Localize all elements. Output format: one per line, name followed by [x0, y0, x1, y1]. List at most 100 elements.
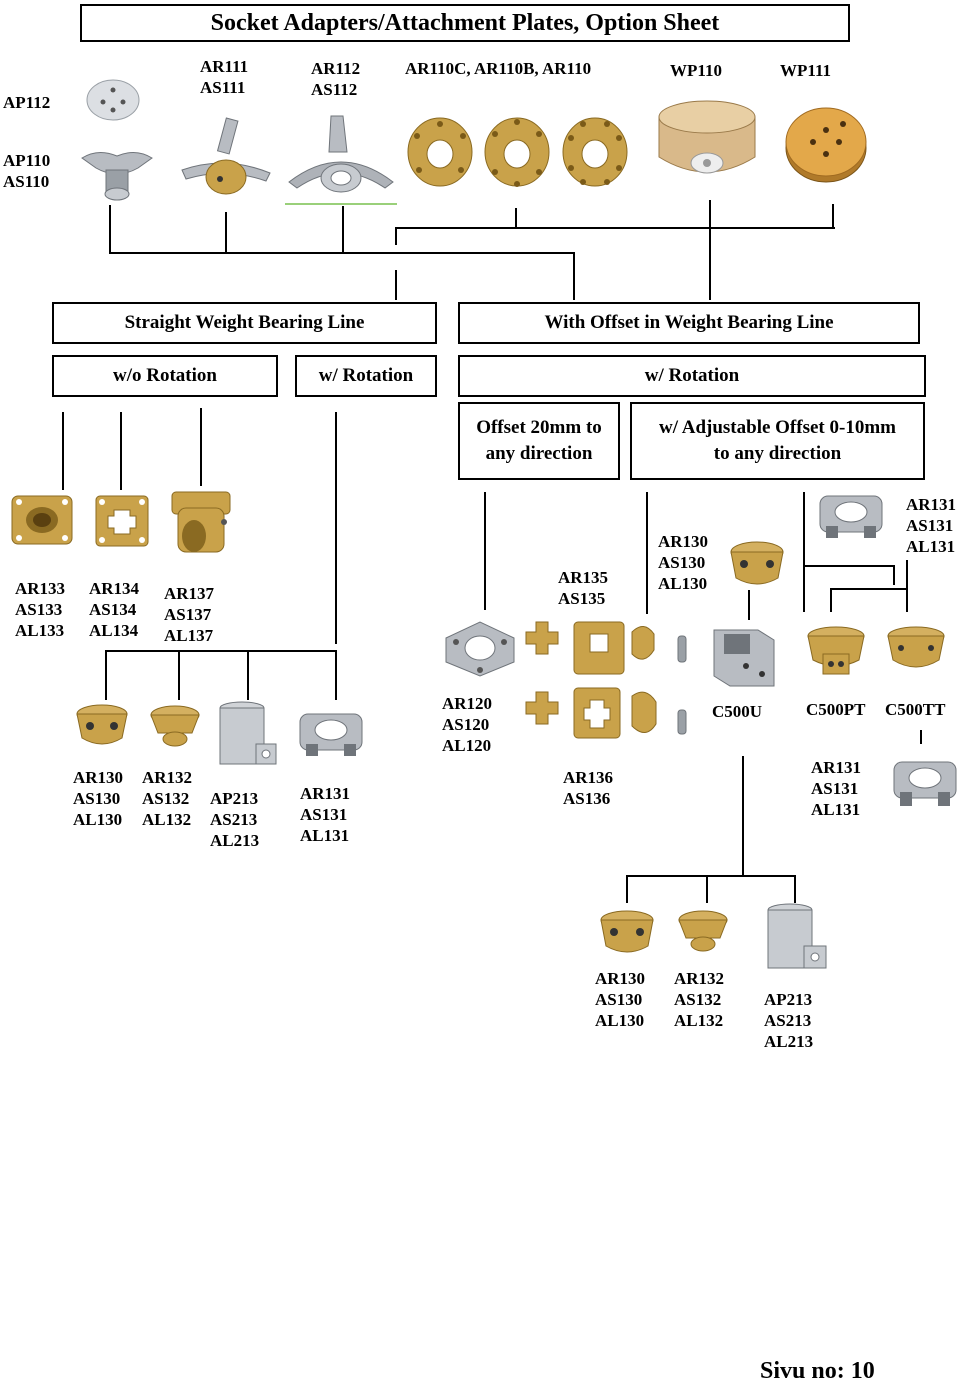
- connector: [178, 650, 180, 700]
- connector: [62, 412, 64, 490]
- connector: [247, 650, 249, 700]
- label-ar131-right: AR131 AS131 AL131: [811, 758, 862, 819]
- ar110-variants-image: [407, 117, 628, 187]
- connector: [830, 588, 832, 612]
- connector: [395, 227, 835, 229]
- label-ap112: AP112: [3, 93, 51, 112]
- ar136-parts-image: [525, 687, 687, 739]
- ar132-bottom-adapter-image: [150, 705, 200, 747]
- c500u-adapter-image: [713, 629, 775, 687]
- connector: [626, 875, 796, 877]
- connector: [742, 756, 744, 876]
- label-ar136: AR136 AS136: [563, 768, 614, 808]
- ar131-right-clamp-image: [893, 761, 957, 806]
- wp110-wood-plate-image: [658, 100, 756, 174]
- label-ar135: AR135 AS135: [558, 568, 609, 608]
- label-c500pt: C500PT: [806, 700, 866, 719]
- ar131-bottom-clamp-image: [299, 713, 363, 756]
- w-rotation-left-label: w/ Rotation: [318, 365, 414, 386]
- connector: [794, 875, 796, 903]
- label-ap213-lowest: AP213 AS213 AL213: [764, 990, 814, 1051]
- label-ar110: AR110C, AR110B, AR110: [405, 59, 592, 78]
- label-ar112: AR112 AS112: [311, 59, 361, 99]
- wp111-wood-plate-image: [785, 107, 867, 183]
- adjustable-offset-box: w/ Adjustable Offset 0-10mm to any direc…: [630, 402, 925, 480]
- connector: [225, 212, 227, 253]
- label-ar137: AR137 AS137 AL137: [164, 584, 215, 645]
- connector: [342, 206, 344, 253]
- connector: [105, 650, 337, 652]
- offset-line-box: With Offset in Weight Bearing Line: [458, 302, 920, 344]
- ar120-plate-image: [445, 621, 515, 677]
- w-rotation-left-box: w/ Rotation: [295, 355, 437, 397]
- connector: [706, 875, 708, 903]
- label-wp110: WP110: [670, 61, 722, 80]
- ar137-adapter-image: [171, 491, 231, 553]
- connector: [906, 560, 908, 612]
- ap213-bottom-adapter-image: [219, 701, 277, 765]
- ap213-lowest-adapter-image: [767, 903, 827, 969]
- connector: [832, 204, 834, 228]
- connector: [395, 270, 397, 300]
- ar133-adapter-image: [11, 495, 73, 545]
- label-ap110: AP110 AS110: [3, 151, 51, 191]
- label-ar130-bottom: AR130 AS130 AL130: [73, 768, 124, 829]
- label-ar132-lowest: AR132 AS132 AL132: [674, 969, 725, 1030]
- ar132-lowest-adapter-image: [678, 910, 728, 952]
- label-ap213-bottom: AP213 AS213 AL213: [210, 789, 260, 850]
- label-ar132-bottom: AR132 AS132 AL132: [142, 768, 193, 829]
- offset-line-label: With Offset in Weight Bearing Line: [544, 312, 834, 333]
- ap110-adapter-image: [81, 152, 153, 201]
- connector: [626, 875, 628, 903]
- offset20-label: Offset 20mm to any direction: [476, 417, 602, 464]
- label-ar131-bottom: AR131 AS131 AL131: [300, 784, 351, 845]
- ar130-bottom-adapter-image: [76, 704, 128, 745]
- ar134-adapter-image: [95, 495, 149, 547]
- label-ar134: AR134 AS134 AL134: [89, 579, 140, 640]
- ar112-adapter-image: [285, 115, 397, 205]
- label-ar120: AR120 AS120 AL120: [442, 694, 493, 755]
- connector: [109, 252, 575, 254]
- ar111-adapter-image: [181, 117, 271, 195]
- adjustable-offset-label: w/ Adjustable Offset 0-10mm to any direc…: [659, 417, 896, 464]
- connector: [893, 565, 895, 585]
- connector: [515, 208, 517, 228]
- ar131-top-clamp-image: [819, 495, 883, 538]
- label-c500tt: C500TT: [885, 700, 946, 719]
- wo-rotation-label: w/o Rotation: [113, 365, 217, 386]
- ap112-plate-image: [86, 79, 140, 121]
- wo-rotation-box: w/o Rotation: [52, 355, 278, 397]
- connector: [335, 650, 337, 700]
- connector: [335, 412, 337, 644]
- label-c500u: C500U: [712, 702, 763, 721]
- label-ar111: AR111 AS111: [200, 57, 249, 97]
- c500tt-adapter-image: [887, 626, 945, 668]
- connector: [830, 588, 906, 590]
- straight-line-label: Straight Weight Bearing Line: [124, 312, 365, 333]
- connector: [573, 252, 575, 300]
- straight-line-box: Straight Weight Bearing Line: [52, 302, 437, 344]
- connector: [803, 565, 895, 567]
- page-title: Socket Adapters/Attachment Plates, Optio…: [210, 9, 720, 36]
- page-number: Sivu no: 10: [760, 1358, 875, 1384]
- connector: [748, 590, 750, 620]
- ar135-parts-image: [525, 621, 687, 675]
- connector: [646, 492, 648, 614]
- c500pt-adapter-image: [807, 626, 865, 675]
- w-rotation-right-label: w/ Rotation: [644, 365, 740, 386]
- offset20-box: Offset 20mm to any direction: [458, 402, 620, 480]
- title-box: Socket Adapters/Attachment Plates, Optio…: [80, 4, 850, 42]
- label-wp111: WP111: [780, 61, 832, 80]
- connector: [120, 412, 122, 490]
- connector: [109, 205, 111, 253]
- connector: [920, 730, 922, 744]
- connector: [105, 650, 107, 700]
- label-ar130-lowest: AR130 AS130 AL130: [595, 969, 646, 1030]
- w-rotation-right-box: w/ Rotation: [458, 355, 926, 397]
- connector: [484, 492, 486, 610]
- connector: [395, 227, 397, 245]
- label-ar130-top: AR130 AS130 AL130: [658, 532, 709, 593]
- label-ar133: AR133 AS133 AL133: [15, 579, 66, 640]
- connector: [803, 492, 805, 612]
- connector: [200, 408, 202, 486]
